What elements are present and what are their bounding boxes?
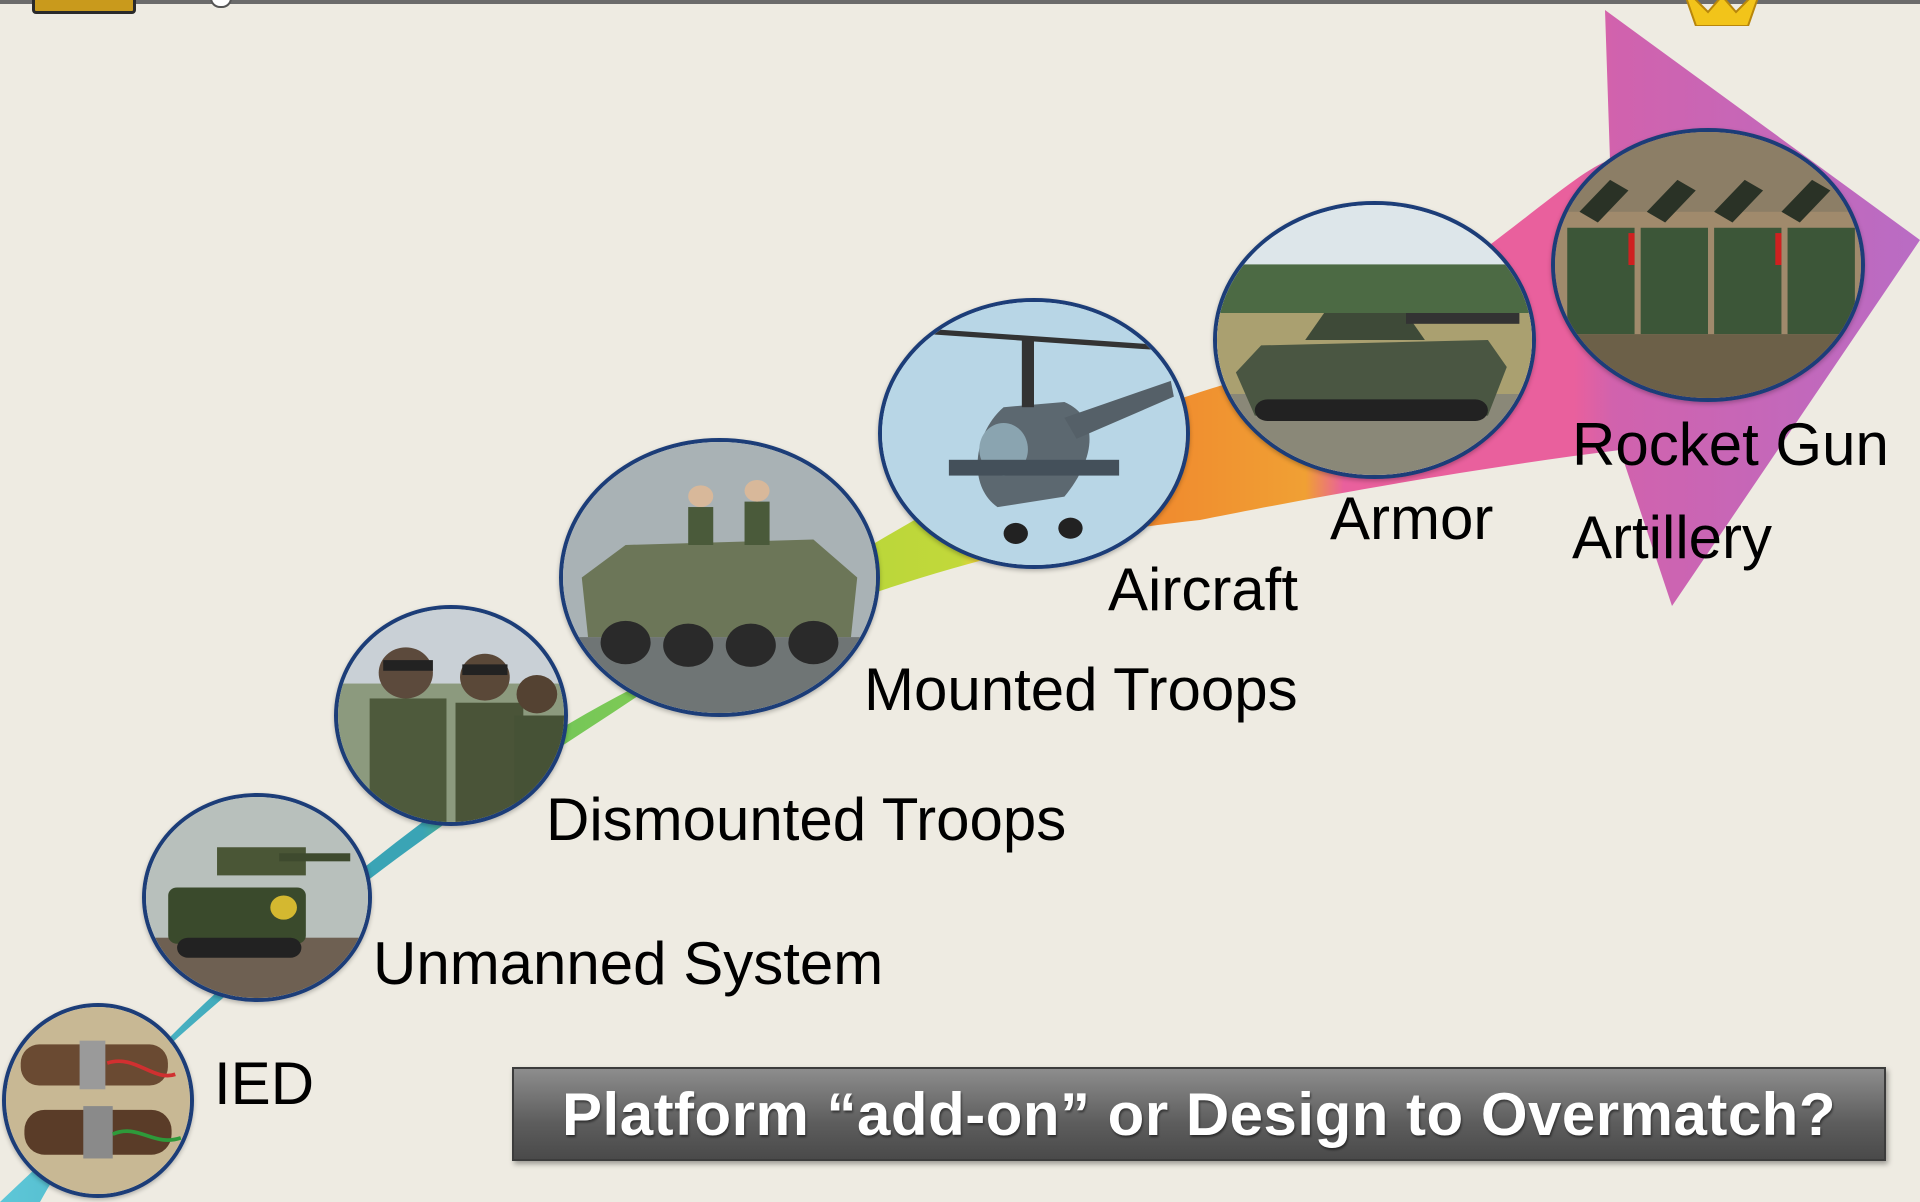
rocket-launcher-photo: [1551, 128, 1865, 402]
logo-badge: [32, 0, 136, 14]
ied-photo: [2, 1003, 194, 1198]
unmanned-vehicle-photo: [142, 793, 372, 1002]
top-bar: [0, 0, 1920, 4]
stage-label-mounted: Mounted Troops: [864, 656, 1298, 723]
stage-label-artillery-line1: Rocket Gun: [1572, 411, 1889, 478]
soldiers-photo: [334, 605, 568, 826]
question-banner: Platform “add-on” or Design to Overmatch…: [512, 1067, 1886, 1161]
stage-label-ied: IED: [214, 1050, 315, 1117]
armored-carrier-photo: [559, 438, 880, 717]
stage-label-armor: Armor: [1330, 485, 1494, 552]
stage-label-dismounted: Dismounted Troops: [546, 786, 1067, 853]
stage-label-artillery-line2: Artillery: [1572, 504, 1773, 571]
helicopter-photo: [878, 298, 1190, 569]
star-icon: [1668, 0, 1776, 26]
stage-label-unmanned: Unmanned System: [373, 930, 884, 997]
tank-photo: [1213, 201, 1536, 479]
stage-label-aircraft: Aircraft: [1108, 556, 1299, 623]
banner-text: Platform “add-on” or Design to Overmatch…: [562, 1080, 1836, 1148]
